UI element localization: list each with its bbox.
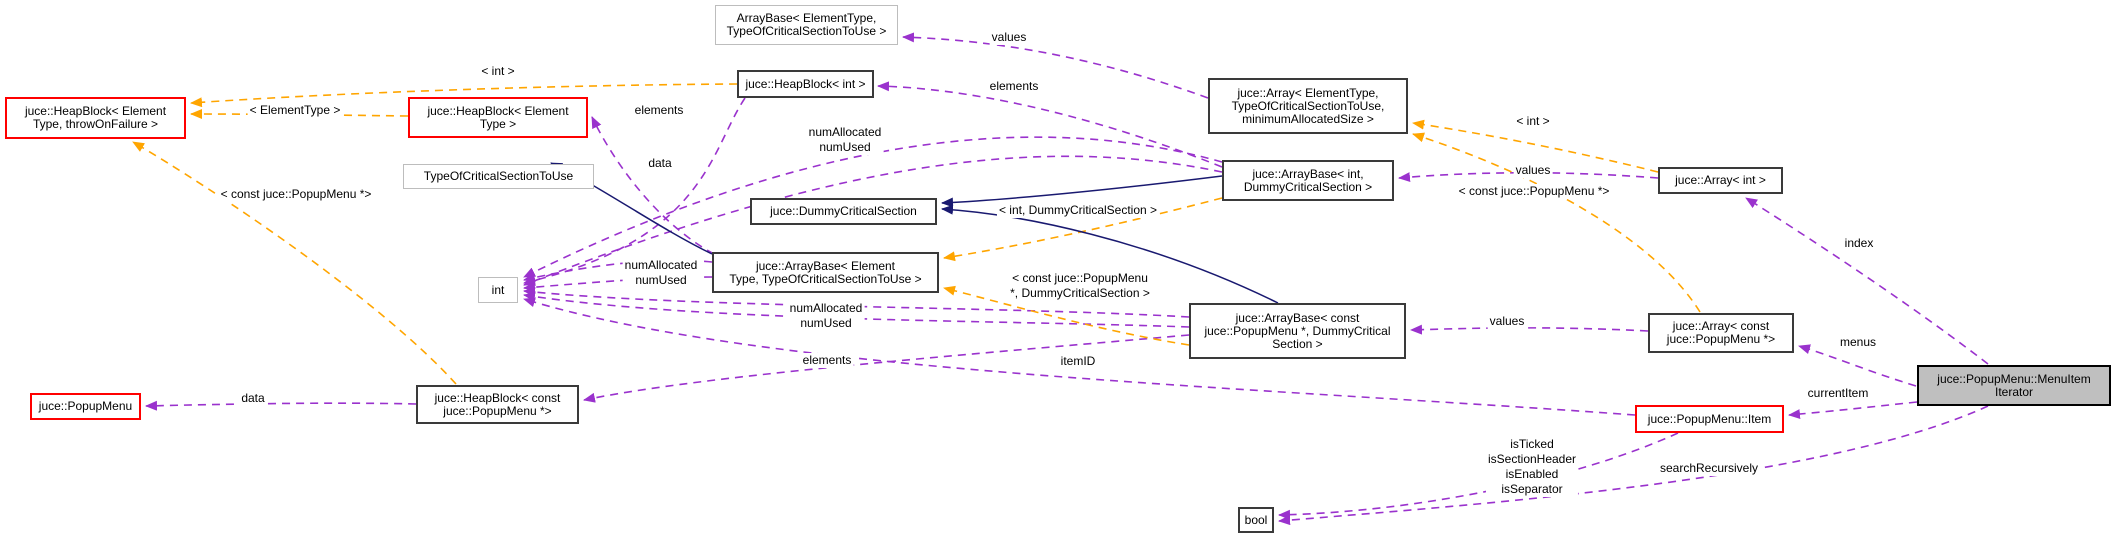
node-heapblock-const-popupmenu[interactable]: juce::HeapBlock< const juce::PopupMenu *… [416, 385, 579, 424]
edge-inherit-abint-dcs [941, 175, 1223, 208]
edge-label-elements-bottom: elements [800, 353, 854, 368]
node-arraybase-elementtype-gray: ArrayBase< ElementType, TypeOfCriticalSe… [715, 5, 898, 45]
edge-tmpl-hbpm-hbtmpl [132, 141, 457, 385]
node-popupmenu-menuitemiterator: juce::PopupMenu::MenuItem Iterator [1917, 365, 2111, 406]
edge-label-template-int-left: < int > [479, 64, 517, 79]
edge-values-arrpm-abpm [1410, 324, 1649, 335]
edge-label-itemid: itemID [1058, 354, 1098, 369]
edge-label-values-top: values [989, 30, 1029, 45]
edge-label-template-elementtype: < ElementType > [247, 103, 343, 118]
edge-label-numallocated-top: numAllocated numUsed [806, 125, 884, 155]
node-int: int [478, 277, 518, 303]
node-heapblock-elementtype[interactable]: juce::HeapBlock< Element Type > [408, 97, 588, 138]
edge-itemid-item-int [523, 297, 1636, 416]
edge-numalloc-abint-int-2 [523, 155, 1223, 286]
edge-label-data-popupmenu: data [239, 391, 267, 406]
edge-menus-iterator-arrpm [1798, 344, 1917, 387]
node-popupmenu-item[interactable]: juce::PopupMenu::Item [1635, 405, 1784, 433]
edge-label-template-int-dcs: < int, DummyCriticalSection > [996, 203, 1160, 218]
node-array-elementtype[interactable]: juce::Array< ElementType, TypeOfCritical… [1208, 78, 1408, 134]
edge-label-elements-top: elements [987, 79, 1041, 94]
edge-label-currentitem: currentItem [1805, 386, 1871, 401]
node-heapblock-int[interactable]: juce::HeapBlock< int > [737, 70, 874, 98]
edge-elements-abpm-hbpm [583, 334, 1190, 403]
edge-searchrecursively-iterator-bool [1278, 405, 1989, 526]
edge-numalloc-abtmpl-int-1 [523, 259, 713, 283]
edge-label-template-const-popupmenu-right: < const juce::PopupMenu *> [1456, 184, 1612, 199]
edge-label-numallocated-mid: numAllocated numUsed [787, 301, 865, 331]
edge-isticked-item-bool [1278, 432, 1679, 520]
edge-label-data-int: data [646, 156, 674, 171]
node-dummycriticalsection[interactable]: juce::DummyCriticalSection [750, 198, 937, 225]
edge-tmpl-arrpm-arrtmpl [1412, 132, 1701, 313]
edge-tmpl-abint-abtmpl [943, 197, 1223, 262]
edge-values-array-arraybase [902, 32, 1209, 99]
edge-label-index: index [1842, 236, 1876, 251]
edge-tmpl-arrint-arrtmpl [1412, 119, 1659, 173]
edge-numalloc-abtmpl-int-2 [523, 276, 713, 293]
edge-numalloc-abint-int-1 [523, 136, 1223, 278]
node-arraybase-elementtype[interactable]: juce::ArrayBase< Element Type, TypeOfCri… [712, 252, 939, 293]
edge-inherit-abpm-dcs [941, 204, 1279, 304]
edge-label-template-int-right: < int > [1514, 114, 1552, 129]
node-typeofcriticalsectiontouse: TypeOfCriticalSectionToUse [403, 164, 594, 189]
node-popupmenu[interactable]: juce::PopupMenu [30, 393, 141, 420]
edge-currentitem-iterator-item [1788, 401, 1918, 420]
edge-label-template-const-popupmenu-left: < const juce::PopupMenu *> [218, 187, 374, 202]
edge-label-menus: menus [1837, 335, 1879, 350]
node-arraybase-const-popupmenu[interactable]: juce::ArrayBase< const juce::PopupMenu *… [1189, 303, 1406, 359]
edge-tmpl-hbint-hbtmpl [190, 83, 738, 108]
node-array-int[interactable]: juce::Array< int > [1658, 167, 1783, 194]
edge-label-values-mid: values [1487, 314, 1527, 329]
node-heapblock-elementtype-throwonfailure[interactable]: juce::HeapBlock< Element Type, throwOnFa… [5, 97, 186, 139]
node-array-const-popupmenu[interactable]: juce::Array< const juce::PopupMenu *> [1648, 313, 1794, 353]
edge-tmpl-abpm-abtmpl [943, 285, 1190, 346]
edge-elements-abint-hbint [877, 81, 1223, 168]
edge-label-elements-mid: elements [632, 103, 686, 118]
node-arraybase-int[interactable]: juce::ArrayBase< int, DummyCriticalSecti… [1222, 160, 1394, 201]
edge-label-bool-flags: isTicked isSectionHeader isEnabled isSep… [1485, 437, 1579, 497]
node-bool: bool [1238, 507, 1274, 533]
edge-label-values-right: values [1513, 163, 1553, 178]
edge-label-searchrecursively: searchRecursively [1657, 461, 1761, 476]
edge-label-numallocated-left: numAllocated numUsed [622, 258, 700, 288]
edge-label-template-popupmenu-dcs: < const juce::PopupMenu *, DummyCritical… [1008, 271, 1152, 301]
edge-data-hbpm-popupmenu [145, 400, 417, 411]
